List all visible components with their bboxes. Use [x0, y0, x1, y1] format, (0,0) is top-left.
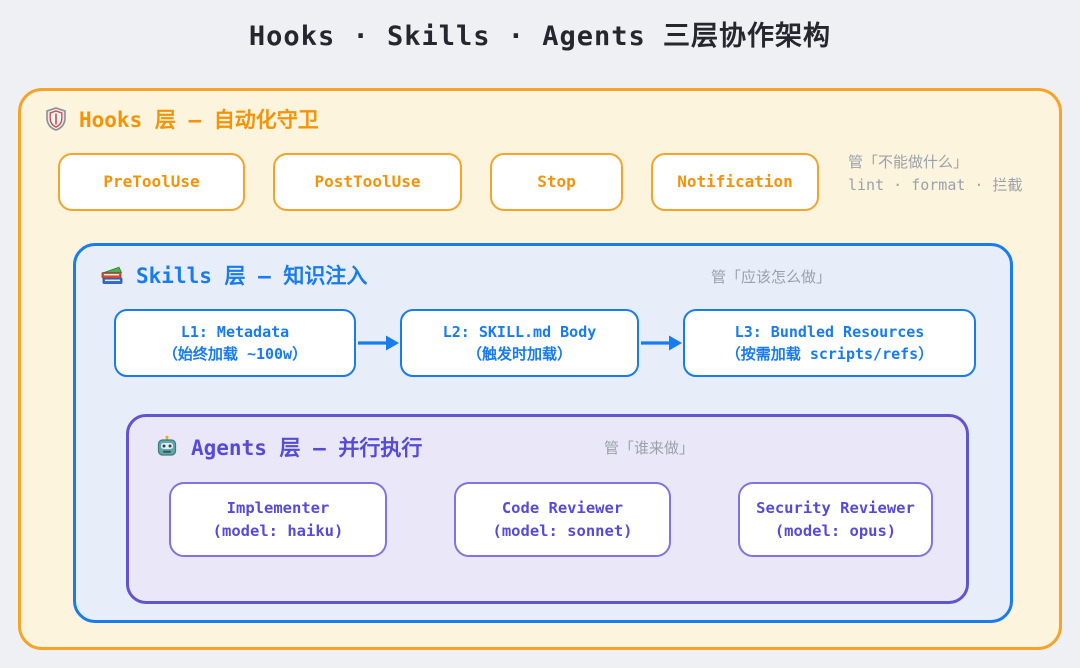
hooks-node-row: PreToolUse PostToolUse Stop Notification — [58, 153, 819, 211]
hooks-layer: Hooks 层 — 自动化守卫 PreToolUse PostToolUse S… — [18, 88, 1062, 650]
skill-node-l1-line2: （始终加载 ~100w） — [162, 345, 308, 363]
hooks-layer-note: 管「不能做什么」 lint · format · 拦截 — [848, 151, 1023, 197]
agents-layer: Agents 层 — 并行执行 管「谁来做」 Implementer (mode… — [126, 414, 969, 604]
hooks-layer-header: Hooks 层 — 自动化守卫 — [45, 104, 319, 134]
page-title: Hooks · Skills · Agents 三层协作架构 — [248, 21, 832, 52]
hooks-note-line1: 管「不能做什么」 — [848, 153, 969, 171]
skills-layer: Skills 层 — 知识注入 管「应该怎么做」 L1: Metadata （始… — [73, 243, 1013, 623]
robot-icon — [155, 435, 179, 459]
agent-node-implementer: Implementer (model: haiku) — [169, 482, 387, 557]
skill-node-l2: L2: SKILL.md Body （触发时加载） — [400, 309, 639, 377]
arrow-right-icon — [356, 332, 400, 354]
skills-layer-note: 管「应该怎么做」 — [711, 268, 832, 286]
agents-layer-title: Agents 层 — 并行执行 — [191, 436, 423, 460]
hook-node-pretooluse: PreToolUse — [58, 153, 245, 211]
skill-node-l3-line1: L3: Bundled Resources — [734, 323, 925, 341]
skills-layer-title: Skills 层 — 知识注入 — [136, 264, 368, 288]
skill-node-l3: L3: Bundled Resources （按需加载 scripts/refs… — [683, 309, 976, 377]
skill-node-l1-line1: L1: Metadata — [180, 323, 290, 341]
agent-node-code-reviewer: Code Reviewer (model: sonnet) — [454, 482, 671, 557]
skills-layer-header: Skills 层 — 知识注入 — [100, 260, 367, 290]
books-icon — [100, 264, 124, 286]
skills-node-row: L1: Metadata （始终加载 ~100w） L2: SKILL.md B… — [114, 309, 976, 377]
hook-node-stop: Stop — [490, 153, 623, 211]
agents-layer-header: Agents 层 — 并行执行 — [155, 432, 422, 462]
shield-icon — [45, 107, 67, 131]
agent-node-implementer-line2: (model: haiku) — [212, 521, 344, 540]
hook-node-notification: Notification — [651, 153, 819, 211]
agent-node-code-reviewer-line2: (model: sonnet) — [492, 521, 633, 540]
hook-node-posttooluse: PostToolUse — [273, 153, 462, 211]
hooks-note-line2: lint · format · 拦截 — [848, 176, 1023, 194]
agent-node-security-reviewer-line1: Security Reviewer — [756, 498, 915, 517]
skill-node-l2-line1: L2: SKILL.md Body — [442, 323, 597, 341]
skill-node-l1: L1: Metadata （始终加载 ~100w） — [114, 309, 356, 377]
skill-node-l2-line2: （触发时加载） — [466, 345, 572, 363]
agent-node-security-reviewer: Security Reviewer (model: opus) — [738, 482, 933, 557]
agents-node-row: Implementer (model: haiku) Code Reviewer… — [169, 482, 933, 557]
arrow-right-icon — [639, 332, 683, 354]
hooks-layer-title: Hooks 层 — 自动化守卫 — [79, 108, 319, 132]
skill-node-l3-line2: （按需加载 scripts/refs） — [725, 345, 934, 363]
agents-layer-note: 管「谁来做」 — [604, 439, 695, 457]
agent-node-code-reviewer-line1: Code Reviewer — [501, 498, 624, 517]
agent-node-implementer-line1: Implementer — [226, 498, 330, 517]
agent-node-security-reviewer-line2: (model: opus) — [774, 521, 897, 540]
